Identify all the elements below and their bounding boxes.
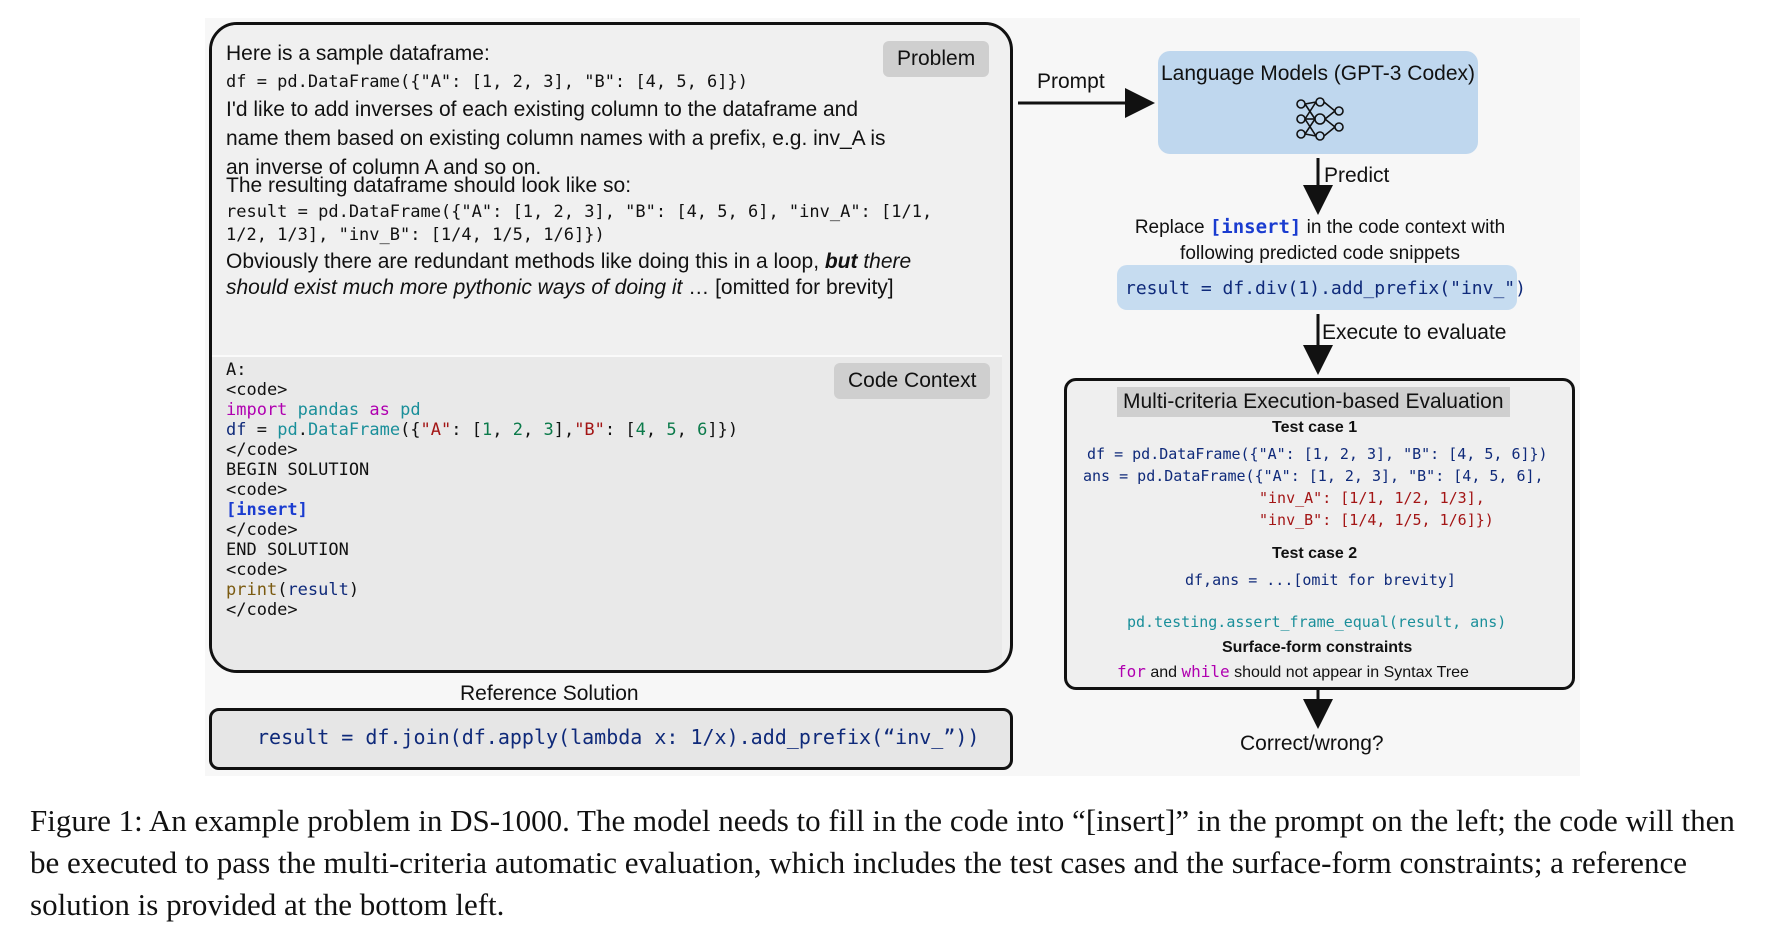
problem-tag: Problem: [883, 41, 990, 77]
var-result: result: [287, 580, 349, 600]
figure-caption: Figure 1: An example problem in DS-1000.…: [30, 803, 1735, 922]
code-line-import: import pandas as pd: [226, 399, 421, 422]
para3-emphasis: but: [824, 250, 858, 273]
import-keyword: import: [226, 400, 288, 420]
code-line-close: </code>: [226, 440, 298, 460]
constraint-and: and: [1145, 664, 1182, 681]
num-2: 2: [512, 420, 523, 440]
code-line-print: print(result): [226, 579, 359, 602]
comma-1: ,: [492, 420, 513, 440]
code-context-tag: Code Context: [834, 363, 991, 399]
var-df: df: [226, 420, 247, 440]
test1-line4: "inv_B": [1/4, 1/5, 1/6]}): [1259, 511, 1494, 529]
replace-pre: Replace: [1134, 217, 1210, 238]
problem-para2: The resulting dataframe should look like…: [226, 174, 632, 197]
fn-dataframe: DataFrame: [307, 420, 401, 440]
key-a: "A": [420, 420, 452, 440]
brace-close: ]}): [707, 420, 739, 440]
reference-box: result = df.join(df.apply(lambda x: 1/x)…: [209, 708, 1013, 770]
language-model-box: Language Models (GPT-3 Codex): [1158, 51, 1478, 154]
test1-line3: "inv_A": [1/1, 1/2, 1/3],: [1259, 489, 1485, 507]
test2-line: df,ans = ...[omit for brevity]: [1185, 571, 1456, 589]
prompt-box: Problem Here is a sample dataframe: df =…: [209, 22, 1013, 673]
code-line-begin: BEGIN SOLUTION: [226, 460, 370, 480]
para3-italic: there: [857, 250, 912, 273]
replace-instruction: Replace [insert] in the code context wit…: [1100, 214, 1540, 267]
num-5: 5: [666, 420, 677, 440]
problem-para3-line2: should exist much more pythonic ways of …: [226, 273, 894, 302]
result-label: Correct/wrong?: [1240, 732, 1384, 755]
problem-df-code: df = pd.DataFrame({"A": [1, 2, 3], "B": …: [226, 72, 748, 92]
test-case-1-label: Test case 1: [1272, 419, 1358, 436]
module-name: pandas: [297, 400, 360, 420]
para3-italic-2: should exist much more pythonic ways of …: [226, 276, 683, 299]
code-line-df: df = pd.DataFrame({"A": [1, 2, 3],"B": […: [226, 419, 738, 442]
prediction-box: result = df.div(1).add_prefix("inv_"): [1117, 265, 1526, 310]
para3-omitted: … [omitted for brevity]: [682, 276, 894, 299]
neural-network-icon: [1296, 97, 1344, 141]
code-line-a: A:: [226, 360, 247, 380]
evaluation-box: Multi-criteria Execution-based Evaluatio…: [1064, 378, 1575, 690]
num-6: 6: [697, 420, 708, 440]
replace-insert-token: [insert]: [1209, 216, 1302, 238]
reference-title: Reference Solution: [460, 682, 639, 705]
code-line-insert: [insert]: [226, 500, 308, 520]
code-line-close-2: </code>: [226, 520, 298, 540]
num-1: 1: [481, 420, 493, 440]
colon-1: : [: [451, 420, 482, 440]
code-line-open: <code>: [226, 380, 288, 400]
prediction-code: result = df.div(1).add_prefix("inv_"): [1125, 278, 1526, 299]
as-keyword: as: [369, 400, 390, 420]
constraint-line: for and while should not appear in Synta…: [1117, 661, 1469, 684]
language-model-title: Language Models (GPT-3 Codex): [1160, 62, 1475, 85]
problem-intro: Here is a sample dataframe:: [226, 42, 490, 65]
constraint-rest: should not appear in Syntax Tree: [1229, 664, 1469, 681]
var-pd: pd: [277, 420, 298, 440]
code-line-open-2: <code>: [226, 480, 288, 500]
while-keyword: while: [1181, 662, 1230, 681]
problem-result-code-2: 1/2, 1/3], "inv_B": [1/4, 1/5, 1/6]}): [226, 225, 605, 245]
op-eq: =: [246, 420, 278, 440]
brace-open: ({: [400, 420, 421, 440]
paren-close: ): [348, 580, 360, 600]
evaluation-title: Multi-criteria Execution-based Evaluatio…: [1117, 387, 1510, 417]
code-line-end: END SOLUTION: [226, 540, 349, 560]
problem-result-code-1: result = pd.DataFrame({"A": [1, 2, 3], "…: [226, 202, 933, 222]
problem-section: Problem Here is a sample dataframe: df =…: [212, 25, 1002, 350]
comma-3: ,: [645, 420, 667, 440]
prompt-label: Prompt: [1037, 70, 1105, 93]
dot: .: [297, 420, 308, 440]
alias-name: pd: [400, 400, 421, 420]
test1-line2: ans = pd.DataFrame({"A": [1, 2, 3], "B":…: [1083, 467, 1544, 485]
colon-2: : [: [604, 420, 636, 440]
test1-line1: df = pd.DataFrame({"A": [1, 2, 3], "B": …: [1087, 445, 1548, 463]
replace-post: in the code context with: [1301, 217, 1506, 238]
code-context-section: Code Context A: <code> import pandas as …: [212, 355, 1002, 670]
paren-open: (: [277, 580, 288, 600]
code-line-close-3: </code>: [226, 600, 298, 620]
replace-line2: following predicted code snippets: [1180, 243, 1460, 264]
key-b: "B": [574, 420, 605, 440]
surface-form-label: Surface-form constraints: [1222, 639, 1413, 656]
test-case-2-label: Test case 2: [1272, 545, 1358, 562]
num-3: 3: [543, 420, 554, 440]
predict-label: Predict: [1324, 164, 1390, 187]
code-line-open-3: <code>: [226, 560, 288, 580]
execute-label: Execute to evaluate: [1322, 321, 1507, 344]
comma-4: ,: [676, 420, 698, 440]
bracket-mid: ],: [553, 420, 575, 440]
assert-line: pd.testing.assert_frame_equal(result, an…: [1127, 613, 1507, 631]
reference-code: result = df.join(df.apply(lambda x: 1/x)…: [257, 725, 980, 749]
comma-2: ,: [522, 420, 544, 440]
para3-text: Obviously there are redundant methods li…: [226, 250, 825, 273]
problem-para3-line1: Obviously there are redundant methods li…: [226, 247, 911, 276]
fn-print: print: [226, 580, 278, 600]
num-4: 4: [635, 420, 646, 440]
problem-para1: I'd like to add inverses of each existin…: [226, 98, 886, 179]
for-keyword: for: [1117, 662, 1146, 681]
